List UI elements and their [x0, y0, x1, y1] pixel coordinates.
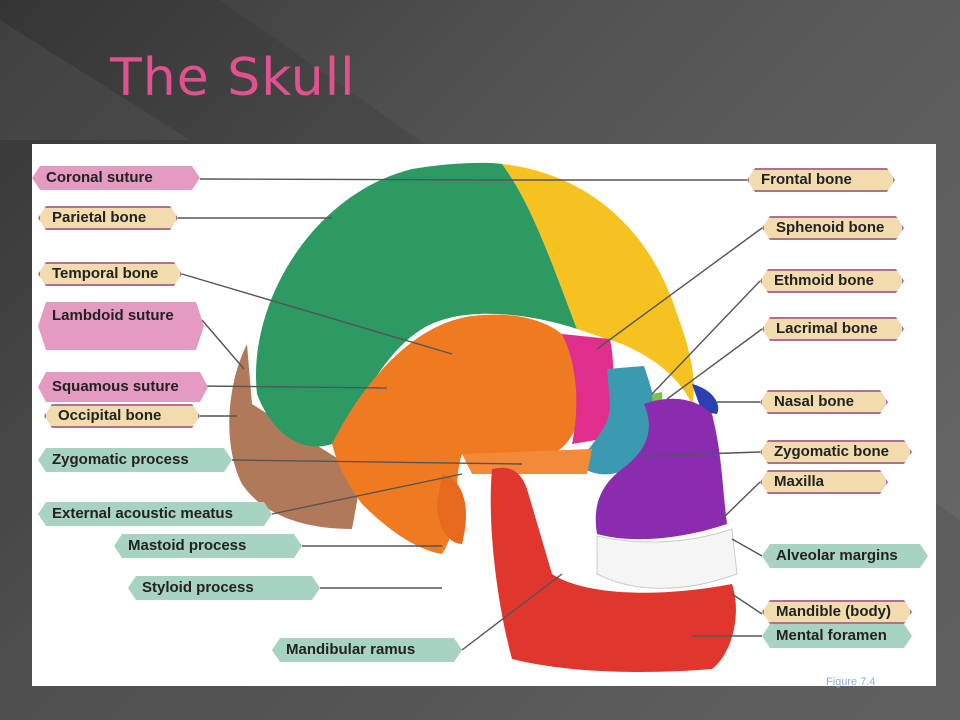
- label-mental-foramen: Mental foramen: [762, 624, 912, 648]
- label-frontal-bone: Frontal bone: [747, 168, 895, 192]
- skull-illustration: [178, 162, 763, 672]
- label-styloid-process: Styloid process: [128, 576, 320, 600]
- label-lambdoid-suture: Lambdoid suture: [38, 302, 204, 350]
- label-mandibular-ramus: Mandibular ramus: [272, 638, 462, 662]
- label-squamous-suture: Squamous suture: [38, 372, 208, 402]
- maxilla-shape: [595, 398, 727, 540]
- teeth-shape: [596, 528, 738, 589]
- frontal-bone-shape: [502, 164, 694, 404]
- sphenoid-bone-shape: [562, 334, 614, 444]
- label-coronal-suture: Coronal suture: [32, 166, 200, 190]
- label-external-acoustic-meatus: External acoustic meatus: [38, 502, 272, 526]
- mastoid-process-shape: [437, 474, 466, 544]
- skull-diagram: Coronal suture Parietal bone Temporal bo…: [32, 144, 936, 686]
- slide-title: The Skull: [110, 48, 356, 108]
- figure-credit: Figure 7.4: [826, 676, 876, 688]
- label-nasal-bone: Nasal bone: [760, 390, 888, 414]
- mandible-shape: [490, 467, 736, 672]
- parietal-bone-shape: [255, 162, 577, 447]
- leader-lines: [178, 178, 763, 651]
- zygomatic-bone-shape: [577, 366, 659, 475]
- label-zygomatic-bone: Zygomatic bone: [760, 440, 912, 464]
- label-sphenoid-bone: Sphenoid bone: [762, 216, 904, 240]
- zygomatic-arch-shape: [462, 449, 592, 474]
- label-maxilla: Maxilla: [760, 470, 888, 494]
- label-mastoid-process: Mastoid process: [114, 534, 302, 558]
- label-alveolar-margins: Alveolar margins: [762, 544, 928, 568]
- temporal-bone-shape: [332, 314, 584, 554]
- label-occipital-bone: Occipital bone: [44, 404, 200, 428]
- label-mandible-body: Mandible (body): [762, 600, 912, 624]
- label-temporal-bone: Temporal bone: [38, 262, 182, 286]
- label-zygomatic-process: Zygomatic process: [38, 448, 232, 472]
- label-lacrimal-bone: Lacrimal bone: [762, 317, 904, 341]
- label-ethmoid-bone: Ethmoid bone: [760, 269, 904, 293]
- nasal-bone-shape: [692, 384, 719, 414]
- label-parietal-bone: Parietal bone: [38, 206, 178, 230]
